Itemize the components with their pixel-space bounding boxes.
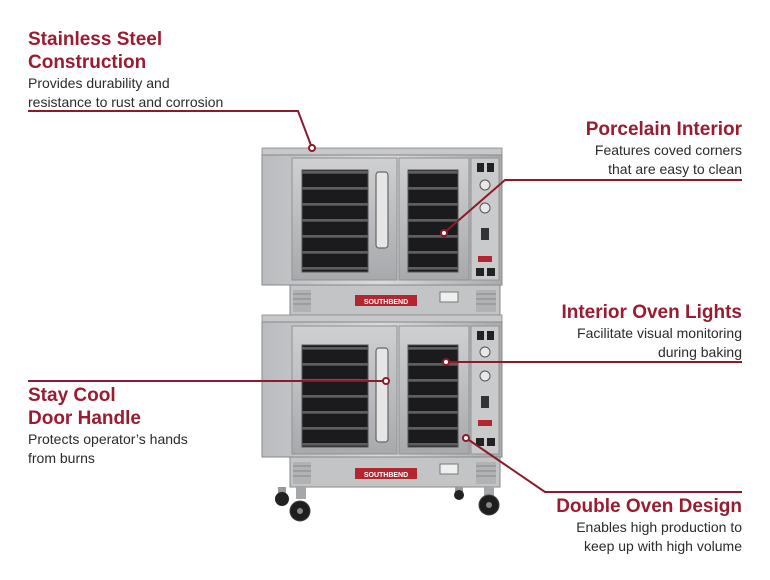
stainless-desc-line1: Provides durability and — [28, 75, 170, 91]
callout-porcelain-interior: Porcelain Interior Features coved corner… — [586, 118, 742, 179]
lower-door-handle — [375, 347, 389, 443]
upper-door-handle — [375, 171, 389, 249]
leader-dots — [308, 144, 470, 442]
stainless-title-line1: Stainless Steel — [28, 29, 163, 50]
upper-brand-text: SOUTHBEND — [364, 299, 408, 306]
handle-desc-line1: Protects operator’s hands — [28, 431, 188, 447]
lights-dot — [442, 358, 450, 366]
middle-band: SOUTHBEND — [289, 284, 501, 316]
handle-title-line1: Stay Cool — [28, 385, 116, 406]
double-desc-line2: keep up with high volume — [584, 538, 742, 554]
handle-dot — [382, 377, 390, 385]
upper-left-window — [301, 169, 369, 273]
callout-double-oven: Double Oven Design Enables high producti… — [556, 495, 742, 556]
porcelain-desc-line1: Features coved corners — [594, 142, 742, 158]
lower-brand-text: SOUTHBEND — [364, 472, 408, 479]
porcelain-leader — [443, 179, 742, 234]
stainless-desc-line2: resistance to rust and corrosion — [28, 94, 224, 110]
stainless-dot — [308, 144, 316, 152]
lights-desc-line1: Facilitate visual monitoring — [577, 325, 742, 341]
handle-title-line2: Door Handle — [28, 408, 141, 429]
double-desc-line1: Enables high production to — [576, 519, 742, 535]
lights-title: Interior Oven Lights — [561, 302, 742, 323]
upper-oven — [261, 147, 503, 286]
upper-brand-plate — [355, 295, 417, 306]
porcelain-desc-line2: that are easy to clean — [608, 161, 742, 177]
lower-left-window — [301, 344, 369, 448]
stainless-title-line2: Construction — [28, 52, 147, 73]
porcelain-dot — [440, 229, 448, 237]
double-dot — [462, 434, 470, 442]
handle-desc-line2: from burns — [28, 450, 95, 466]
stainless-leader — [28, 110, 313, 149]
upper-right-window — [407, 169, 459, 273]
lower-brand-plate — [355, 468, 417, 479]
lower-right-window — [407, 344, 459, 448]
lights-desc-line2: during baking — [657, 344, 742, 360]
double-leader — [465, 437, 742, 493]
base: SOUTHBEND — [275, 456, 501, 522]
callout-stainless-steel: Stainless Steel Construction Provides du… — [28, 28, 223, 112]
lower-control-panel — [470, 325, 500, 455]
double-title: Double Oven Design — [556, 496, 742, 517]
leader-lines — [28, 110, 742, 493]
porcelain-title: Porcelain Interior — [585, 119, 742, 140]
callout-interior-lights: Interior Oven Lights Facilitate visual m… — [561, 301, 742, 362]
lower-oven — [261, 314, 503, 458]
callout-stay-cool-handle: Stay Cool Door Handle Protects operator’… — [28, 384, 188, 468]
